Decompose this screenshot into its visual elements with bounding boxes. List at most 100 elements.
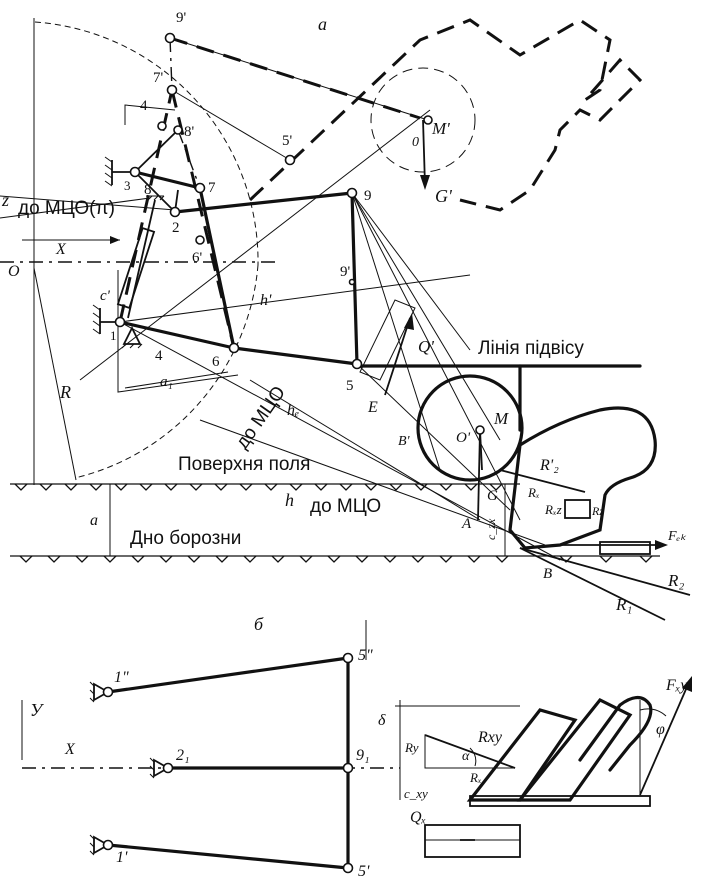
n3-label: 3 bbox=[124, 178, 131, 193]
b-phi-arc bbox=[639, 708, 667, 717]
b-share-1 bbox=[466, 708, 578, 802]
ray-9-d bbox=[351, 192, 521, 521]
link-8p-7 bbox=[177, 129, 201, 189]
node-5p bbox=[284, 154, 296, 166]
b-alpha-label: α bbox=[462, 749, 470, 764]
node-9p bbox=[164, 32, 176, 44]
n6p-label: 6' bbox=[192, 250, 203, 266]
link-7p-6 bbox=[170, 89, 236, 349]
ray-6-h bbox=[119, 274, 471, 323]
b-node-1p bbox=[102, 839, 114, 851]
b-rx-label: Rₓ bbox=[469, 770, 482, 785]
ray-1-b bbox=[119, 321, 561, 561]
rz-label: Rz bbox=[591, 504, 604, 518]
o-prime-label: O' bbox=[456, 430, 471, 446]
b-node-9 bbox=[342, 762, 354, 774]
node-3 bbox=[129, 166, 141, 178]
node-m bbox=[475, 425, 485, 435]
a1-label: a₁ bbox=[160, 374, 173, 390]
r1-vector bbox=[519, 547, 666, 621]
link-9-5 bbox=[350, 191, 359, 366]
b-qx-box bbox=[424, 824, 521, 858]
h-e-label: hₑ bbox=[287, 402, 299, 419]
n7p-label: 7' bbox=[153, 70, 164, 86]
node-1 bbox=[114, 316, 126, 328]
cylinder-rod bbox=[127, 199, 156, 319]
node-6 bbox=[228, 342, 240, 354]
b-frame bbox=[124, 104, 176, 125]
node-8pa bbox=[157, 121, 167, 131]
b-rxy-label: Rxy bbox=[477, 729, 503, 746]
b-cxy-label: c_xy bbox=[404, 786, 428, 801]
radius-arc-lower bbox=[74, 264, 259, 479]
r-label: R bbox=[59, 382, 71, 402]
n1-label: 1 bbox=[110, 328, 117, 343]
to-icr-pi-label: до МЦО(π) bbox=[18, 198, 115, 219]
landside bbox=[599, 541, 651, 555]
support-4 bbox=[121, 325, 143, 349]
ray-9-c bbox=[351, 192, 441, 471]
to-icr-h-label: до МЦО bbox=[310, 496, 381, 517]
node-9pl bbox=[348, 278, 356, 286]
radius-line bbox=[33, 267, 77, 481]
n9p-label: 9' bbox=[176, 10, 187, 26]
to-icr-line bbox=[0, 197, 151, 219]
link-3-7 bbox=[133, 170, 202, 190]
n8-label: 8 bbox=[144, 182, 152, 198]
b-share-2 bbox=[516, 697, 633, 802]
node-8p bbox=[173, 125, 183, 135]
o-small-label: 0 bbox=[412, 135, 419, 150]
h-label: h bbox=[285, 490, 294, 510]
b-link-1pp-5pp bbox=[106, 656, 350, 694]
suspension-line-label: Лінія підвісу bbox=[478, 338, 584, 359]
b-5p-label: 5' bbox=[358, 863, 370, 880]
ray-5-a bbox=[356, 363, 511, 511]
b-node-2 bbox=[162, 762, 174, 774]
node-9 bbox=[346, 187, 358, 199]
raised-wheel bbox=[370, 67, 476, 173]
n9-label: 9 bbox=[364, 188, 372, 204]
hydraulic-cylinder bbox=[116, 226, 156, 310]
rxz-label: Rₓz bbox=[544, 502, 562, 517]
o-label: O bbox=[8, 263, 20, 280]
b-support-2 bbox=[149, 757, 170, 779]
a-pt-label: A bbox=[461, 516, 472, 532]
b-landside bbox=[469, 795, 651, 807]
b-qx-label: Qₓ bbox=[410, 809, 426, 826]
link-9p-vert bbox=[169, 37, 173, 91]
l4-label: 4 bbox=[155, 348, 163, 364]
g-prime-arrow bbox=[422, 119, 426, 186]
furrow-hatch bbox=[19, 555, 653, 563]
b-share-3 bbox=[578, 695, 653, 772]
panel-b: б bbox=[21, 614, 692, 880]
to-icr-slant-line bbox=[249, 379, 481, 521]
furrow-bottom-label: Дно борозни bbox=[130, 528, 241, 549]
n2-label: 2 bbox=[172, 220, 180, 236]
panel-a: а до МЦО(π) z X O R h' Лінія підвісу Пов… bbox=[0, 10, 691, 621]
link-7p-5p bbox=[171, 89, 291, 161]
node-mp bbox=[423, 115, 433, 125]
g-prime-arrow-head bbox=[420, 175, 430, 190]
b-label: B bbox=[543, 566, 552, 582]
f-ext-label: Fₑₖ bbox=[667, 529, 687, 544]
b-support-1pp bbox=[89, 681, 110, 703]
h-prime-label: h' bbox=[260, 292, 272, 309]
g-prime-label: G' bbox=[435, 186, 453, 206]
link-6-5 bbox=[232, 346, 359, 366]
node-7 bbox=[194, 182, 206, 194]
wheel bbox=[416, 374, 524, 482]
b-fxy-label: Fₓy bbox=[665, 677, 688, 694]
r2-label: R₂ bbox=[667, 571, 684, 590]
panel-b-label: б bbox=[254, 614, 264, 634]
b-node-1pp bbox=[102, 686, 114, 698]
r2p-vector bbox=[499, 469, 586, 493]
link-3-8p bbox=[134, 129, 179, 173]
c-prime-label: c' bbox=[100, 288, 111, 304]
q-parallelogram bbox=[359, 299, 416, 381]
n9p-low-label: 9' bbox=[340, 264, 351, 280]
f-ext-head bbox=[655, 540, 668, 550]
g-label: G bbox=[487, 488, 498, 504]
m-label: M bbox=[493, 409, 509, 428]
node-7p bbox=[166, 84, 178, 96]
b-1p-label: 1' bbox=[116, 849, 128, 866]
